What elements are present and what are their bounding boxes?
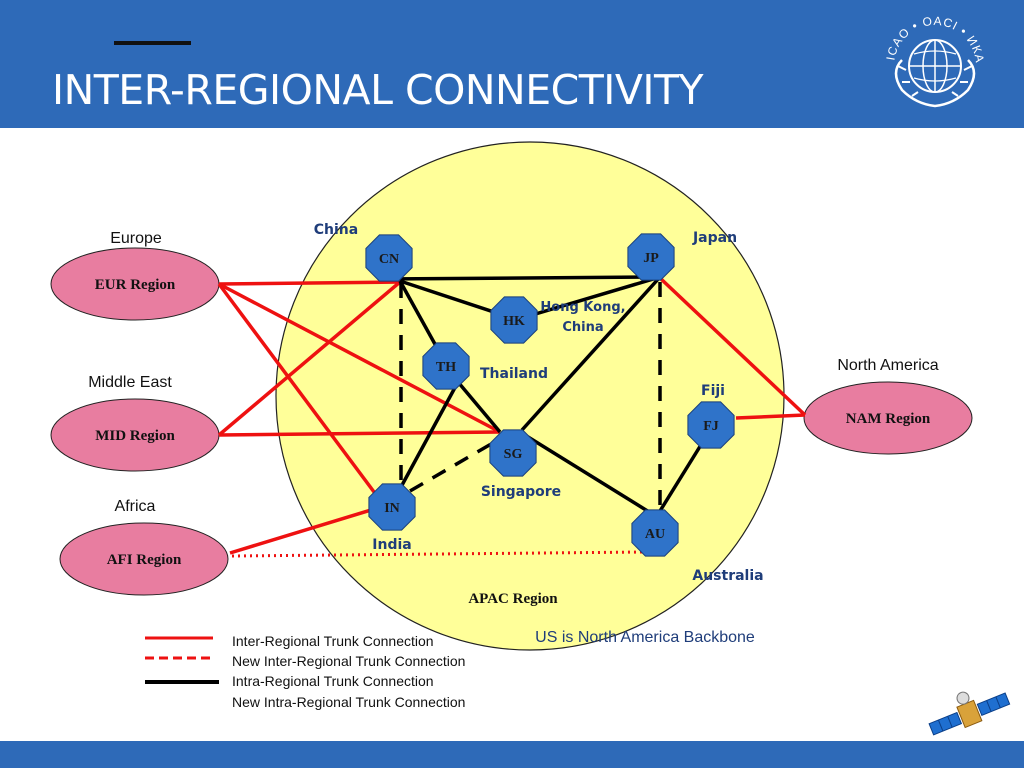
link-eur-in [217, 282, 382, 502]
header-bar: INTER-REGIONAL CONNECTIVITY ICAO • OACI … [0, 0, 1024, 128]
link-eur-sg [218, 282, 501, 434]
inter-regional-links [217, 276, 807, 555]
middle-east-label: Middle East [88, 374, 172, 391]
node-cn-code: CN [379, 252, 399, 267]
europe-label: Europe [110, 230, 162, 247]
node-hk[interactable] [490, 296, 538, 344]
link-jp-hk [521, 275, 661, 320]
node-cn[interactable] [365, 234, 413, 282]
hong-kong-label-line1: Hong Kong, [540, 300, 625, 315]
node-in-code: IN [384, 501, 400, 516]
nam-region-label: NAM Region [846, 411, 931, 427]
link-eur-cn [218, 280, 401, 286]
legend-item-intra-new: New Intra-Regional Trunk Connection [232, 694, 465, 710]
link-nam-jp [658, 276, 807, 417]
hong-kong-label-line2: China [562, 320, 603, 335]
svg-text:ICAO • OACI • ИКАО: ICAO • OACI • ИКАО [876, 8, 987, 64]
legend-item-inter: Inter-Regional Trunk Connection [232, 633, 434, 649]
link-nam-fj [735, 413, 806, 420]
mid-region-label: MID Region [95, 428, 175, 444]
link-mid-cn [217, 280, 402, 437]
node-au[interactable] [631, 509, 679, 557]
backbone-note: US is North America Backbone [535, 629, 755, 646]
apac-region-label: APAC Region [468, 591, 558, 607]
legend-item-inter-new: New Inter-Regional Trunk Connection [232, 653, 465, 669]
link-jp-sg [520, 275, 662, 432]
node-th-code: TH [436, 360, 456, 375]
link-in-sg-new [409, 438, 499, 493]
afi-region-node[interactable] [59, 522, 229, 596]
node-jp[interactable] [627, 233, 675, 281]
network-diagram: CN JP HK TH SG IN FJ AU EUR Region MID Region A… [50, 141, 973, 710]
page-title: INTER-REGIONAL CONNECTIVITY [52, 66, 704, 114]
china-label: China [314, 222, 358, 238]
icao-logo-icon: ICAO • OACI • ИКАО [876, 8, 987, 108]
link-cn-th [398, 280, 438, 347]
link-afi-in [229, 504, 385, 555]
australia-label: Australia [692, 568, 763, 584]
legend-item-intra: Intra-Regional Trunk Connection [232, 673, 434, 689]
africa-label: Africa [115, 498, 156, 515]
node-sg-code: SG [504, 447, 523, 462]
link-fj-au [658, 439, 706, 512]
node-jp-code: JP [643, 251, 659, 266]
footer-bar [0, 741, 1024, 768]
north-america-label: North America [837, 357, 938, 374]
node-fj-code: FJ [703, 419, 719, 434]
link-sg-au [519, 430, 655, 517]
node-sg[interactable] [489, 429, 537, 477]
logo-text: ICAO • OACI • ИКАО [876, 8, 986, 64]
node-in[interactable] [368, 483, 416, 531]
link-th-sg [456, 380, 502, 434]
fiji-label: Fiji [701, 383, 725, 399]
afi-region-label: AFI Region [107, 552, 182, 568]
eur-region-label: EUR Region [95, 277, 176, 293]
singapore-label: Singapore [481, 484, 561, 500]
link-mid-sg [218, 430, 501, 437]
nam-region-node[interactable] [803, 381, 973, 455]
legend: Inter-Regional Trunk Connection New Inte… [145, 633, 465, 710]
apac-nodes: CN JP HK TH SG IN FJ AU [365, 233, 735, 557]
thailand-label: Thailand [480, 366, 548, 382]
node-hk-code: HK [503, 314, 525, 329]
node-th[interactable] [422, 342, 470, 390]
link-th-in [399, 381, 460, 488]
india-label: India [372, 537, 411, 553]
japan-label: Japan [692, 230, 737, 246]
link-cn-jp [379, 275, 661, 281]
header-accent-line [114, 41, 191, 45]
new-intra-regional-links [399, 282, 662, 512]
satellite-icon [928, 691, 1011, 736]
node-au-code: AU [645, 527, 665, 542]
node-fj[interactable] [687, 401, 735, 449]
